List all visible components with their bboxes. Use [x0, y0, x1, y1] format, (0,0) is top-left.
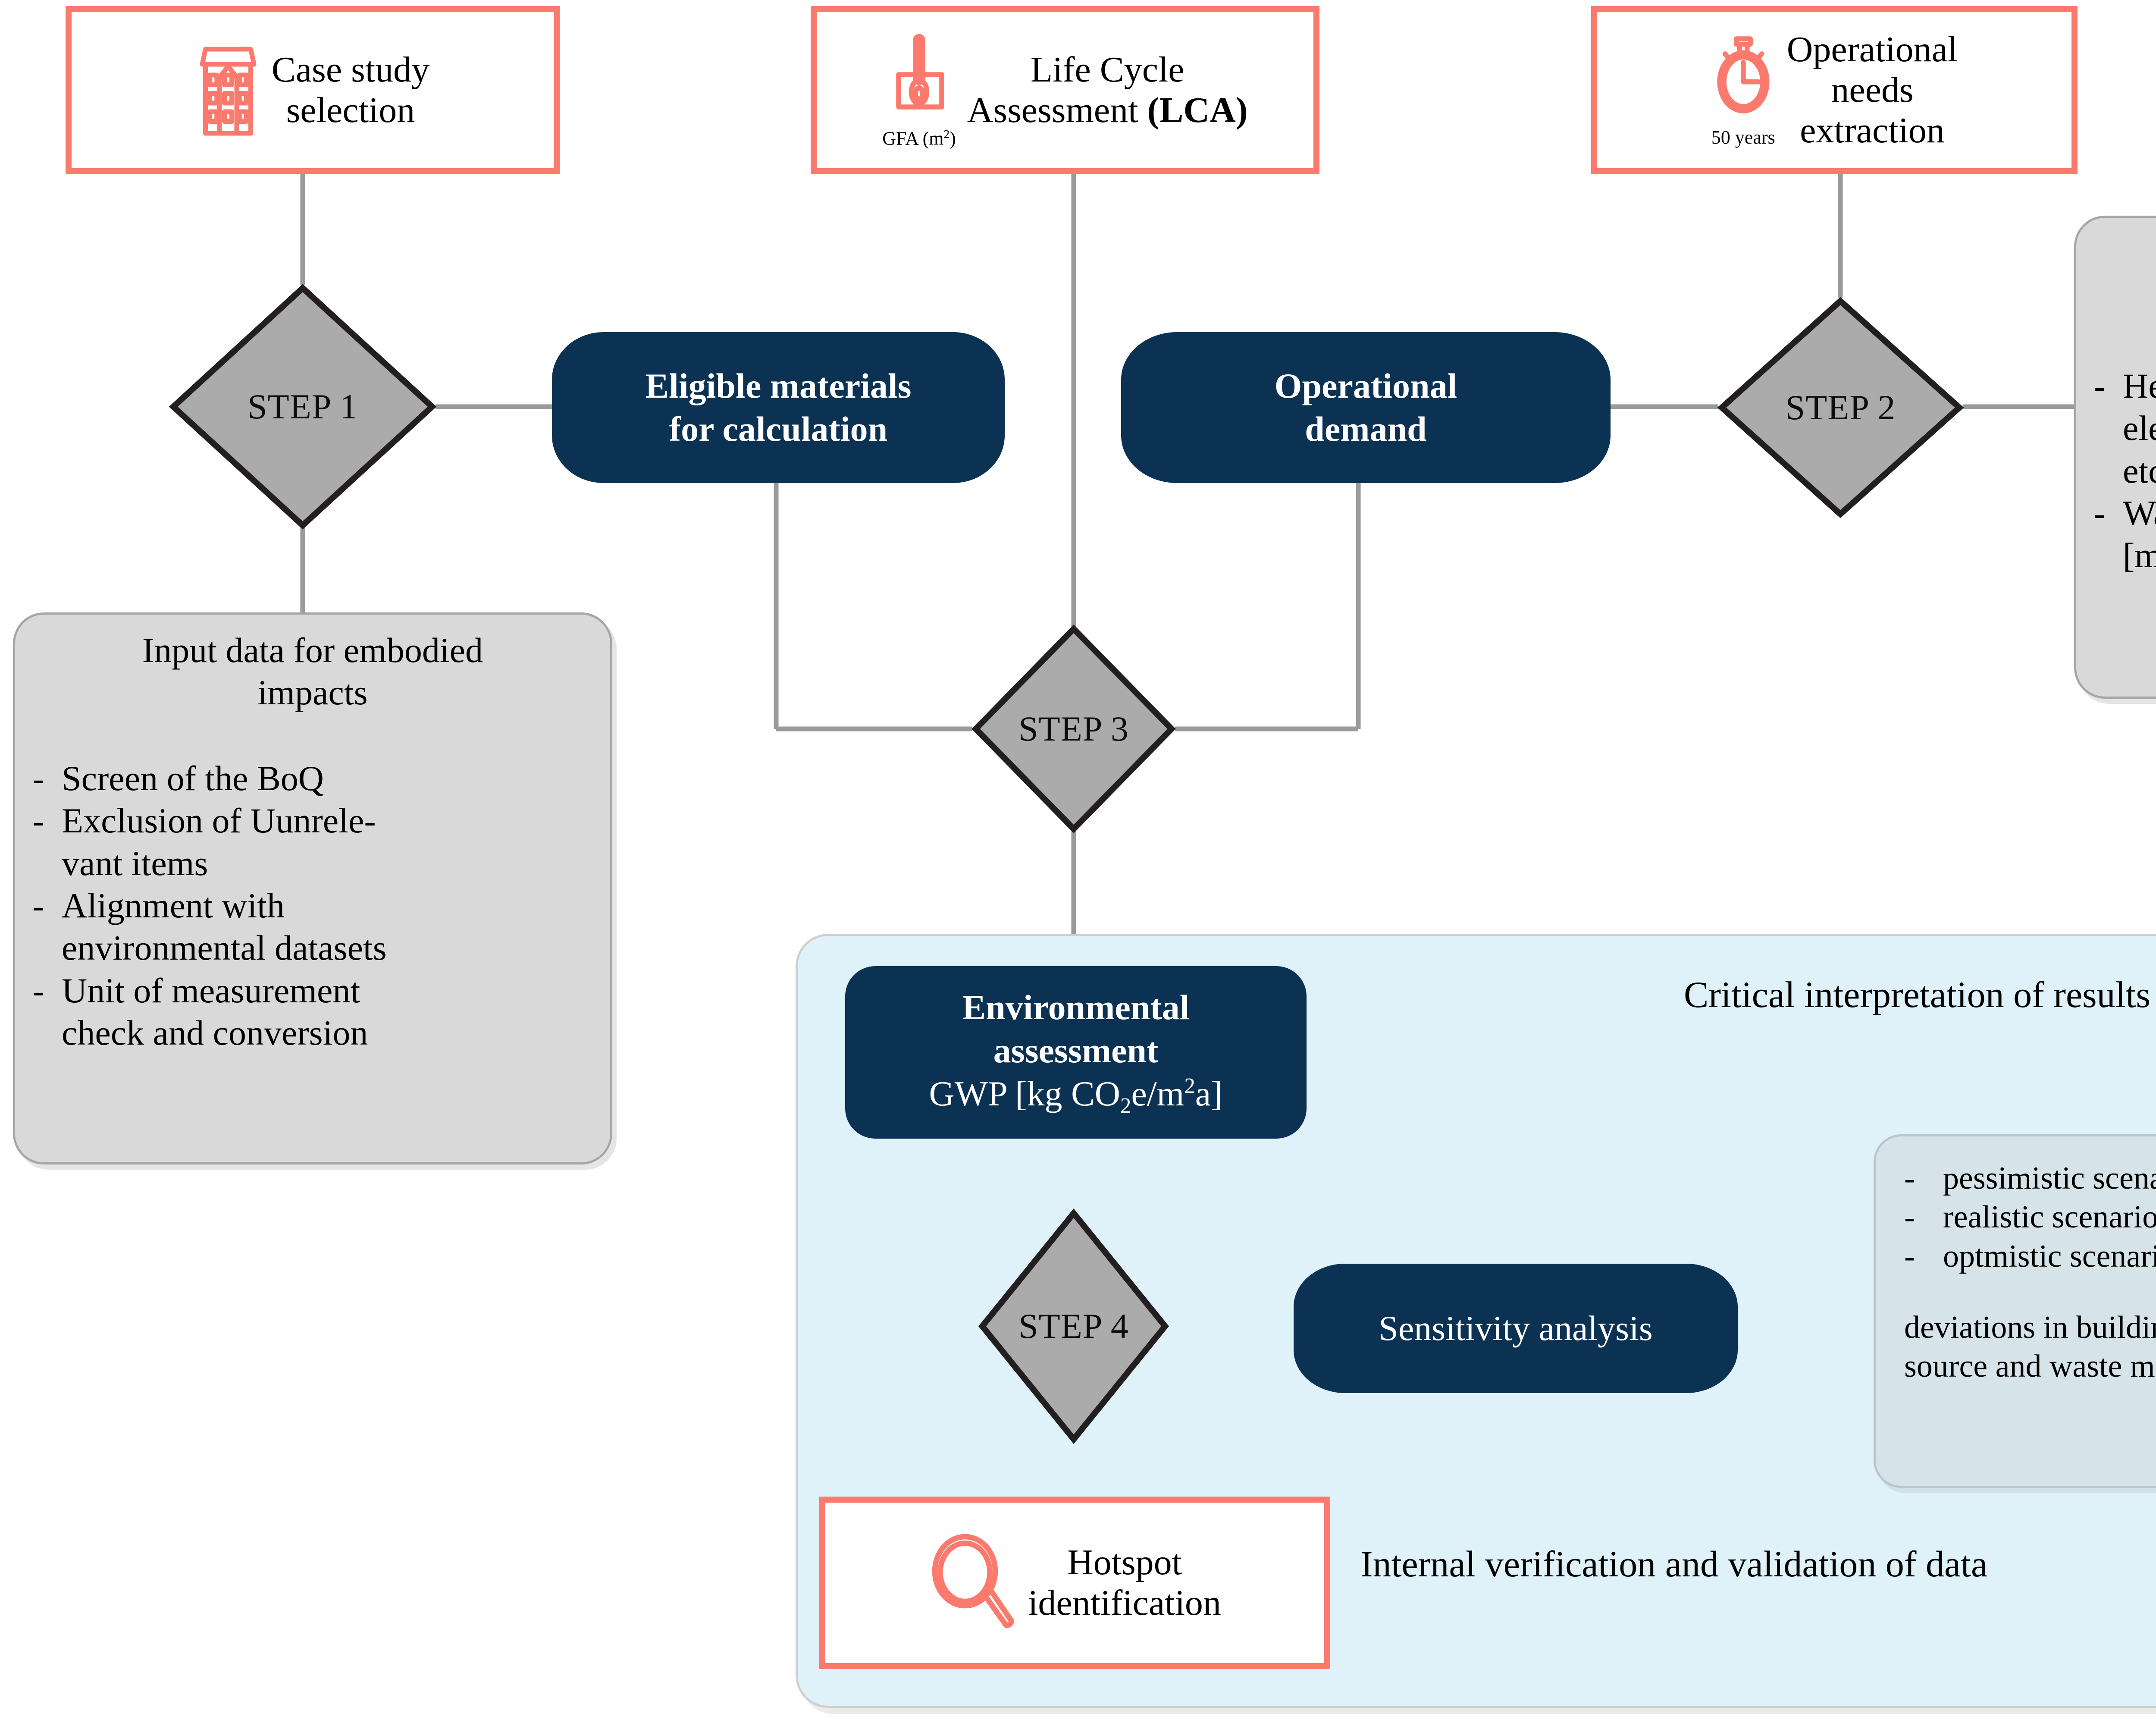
scenario-list: -pessimistic scenario -realistic scenari… [1896, 1159, 2156, 1276]
list-item: -realistic scenario [1896, 1198, 2156, 1237]
list-item: -Water consumption[m3/a] [2076, 492, 2156, 577]
list-item-text: Heating, cooling,electricity, ventilatio… [2123, 366, 2156, 490]
operational-impacts-panel: Input data operationalimpacts -Heating, … [2074, 216, 2156, 699]
list-item: -Exclusion of Uunrele-vant items [15, 800, 592, 885]
list-item: -pessimistic scenario [1896, 1159, 2156, 1198]
environmental-assessment-node[interactable]: Environmental assessment GWP [kg CO2e/m2… [845, 966, 1307, 1139]
operational-impacts-title: Input data operationalimpacts [2076, 218, 2156, 317]
life-cycle-assessment-label: Life Cycle Assessment (LCA) [967, 49, 1248, 130]
embodied-impacts-list: -Screen of the BoQ -Exclusion of Uunrele… [15, 757, 610, 1055]
list-item-text: Water consumption[m3/a] [2123, 493, 2156, 575]
step-1-diamond[interactable]: STEP 1 [169, 284, 437, 530]
internal-verification-footer: Internal verification and validation of … [1360, 1543, 1988, 1585]
fifty-years-caption: 50 years [1711, 127, 1775, 148]
sensitivity-analysis-node[interactable]: Sensitivity analysis [1294, 1264, 1738, 1393]
magnifier-icon [928, 1532, 1017, 1634]
step-3-diamond[interactable]: STEP 3 [971, 624, 1176, 834]
stopwatch-icon [1711, 32, 1776, 126]
step-2-diamond[interactable]: STEP 2 [1717, 297, 1964, 518]
step-3-label: STEP 3 [1018, 709, 1129, 748]
list-item-text: pessimistic scenario [1943, 1161, 2156, 1196]
scenarios-panel: -pessimistic scenario -realistic scenari… [1874, 1134, 2156, 1488]
list-item-text: Exclusion of Uunrele-vant items [62, 801, 376, 883]
sensitivity-analysis-label: Sensitivity analysis [1379, 1308, 1653, 1348]
environmental-assessment-label: Environmental assessment GWP [kg CO2e/m2… [929, 987, 1223, 1118]
critical-interpretation-header: Critical interpretation of results [1684, 974, 2150, 1015]
floor-area-probe-icon [886, 31, 953, 126]
list-item: -Screen of the BoQ [15, 757, 592, 800]
step-2-label: STEP 2 [1785, 388, 1896, 427]
life-cycle-assessment-box[interactable]: GFA (m2) Life Cycle Assessment (LCA) [811, 6, 1319, 174]
gwp-metric: GWP [kg CO2e/m2a] [929, 1073, 1223, 1118]
step-4-diamond[interactable]: STEP 4 [978, 1208, 1169, 1444]
list-item: -optmistic scenario [1896, 1237, 2156, 1276]
list-item-text: Screen of the BoQ [62, 758, 324, 798]
list-item-text: realistic scenario [1943, 1199, 2156, 1235]
building-icon [196, 41, 260, 140]
gfa-caption: GFA (m2) [882, 128, 956, 149]
list-item: -Heating, cooling,electricity, ventilati… [2076, 365, 2156, 492]
list-item-text: optmistic scenario [1943, 1238, 2156, 1274]
step-4-label: STEP 4 [1018, 1306, 1129, 1346]
operational-impacts-list: -Heating, cooling,electricity, ventilati… [2076, 365, 2156, 577]
scenario-note: deviations in building materials, energy… [1904, 1309, 2156, 1384]
step-1-label: STEP 1 [248, 387, 358, 426]
